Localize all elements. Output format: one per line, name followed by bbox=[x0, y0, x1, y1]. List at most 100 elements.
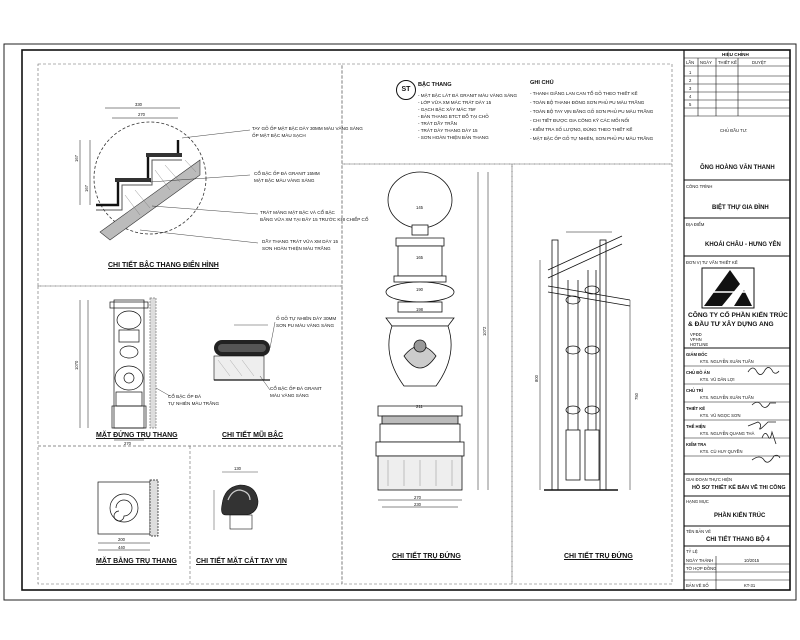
notes-title: GHI CHÚ bbox=[530, 80, 554, 86]
panel-dividers bbox=[37, 63, 673, 585]
rev-row-2: 2 bbox=[689, 78, 692, 83]
dim-rail: 130 bbox=[234, 466, 241, 471]
caption-post-detail: CHI TIẾT TRỤ ĐỨNG bbox=[392, 553, 461, 560]
location-label: ĐỊA ĐIỂM bbox=[686, 222, 705, 227]
caption-rail-section: CHI TIẾT MẶT CẮT TAY VỊN bbox=[196, 558, 287, 565]
drawing-label: TÊN BẢN VẼ bbox=[686, 529, 711, 534]
caption-baluster-detail: CHI TIẾT TRỤ ĐỨNG bbox=[564, 553, 633, 560]
stair-annot-6: BẰNG VỮA XM TẠI ĐÂY 15 TRƯỚC KHI CHIỂP C… bbox=[260, 217, 369, 222]
company-line-1: CÔNG TY CỔ PHẦN KIẾN TRÚC bbox=[688, 312, 788, 319]
role-6-name: KTS. CÙ HUY QUYỀN bbox=[700, 449, 743, 454]
note-6: - MẶT BẬC ỐP GỖ TỰ NHIÊN, SƠN PHỦ PU MÀU… bbox=[530, 136, 654, 141]
role-5-name: KTS. NGUYỄN QUANG THÀ bbox=[700, 431, 755, 436]
stair-note-5: - TRÁT DẦY TRẦN bbox=[418, 121, 457, 126]
stair-note-6: - TRÁT DÀY THANG DÀY 15 bbox=[418, 128, 478, 133]
drawing-name: CHI TIẾT THANG BỘ 4 bbox=[706, 537, 770, 543]
title-block-grid bbox=[684, 57, 790, 590]
dim-post-val-2: 165 bbox=[416, 255, 423, 260]
role-2-name: KTS. VŨ DÂN LỢI bbox=[700, 377, 735, 382]
note-1: - THANH GIẰNG LAN CAN TỔ GỖ THEO THIẾT K… bbox=[530, 91, 638, 96]
caption-stair-detail: CHI TIẾT BẬC THANG ĐIỂN HÌNH bbox=[108, 262, 219, 269]
caption-post-plan: MẶT BẰNG TRỤ THANG bbox=[96, 558, 177, 565]
caption-post-elevation: MẶT ĐỨNG TRỤ THANG bbox=[96, 432, 178, 439]
stair-badge: ST bbox=[396, 80, 416, 100]
dim-post-val-6: 270 bbox=[414, 495, 421, 500]
dim-post-val-7: 230 bbox=[414, 502, 421, 507]
rev-col-1: LẦN bbox=[686, 60, 695, 65]
nosing-annot-4: MÀU VÀNG SÁNG bbox=[270, 393, 309, 398]
dim-stair-left-2: 167 bbox=[84, 185, 89, 192]
code-label: TỜ HỢP ĐỒNG bbox=[686, 566, 717, 571]
stair-note-1: - MẶT BẬC LÁT ĐÁ GRANIT MÀU VÀNG SÁNG bbox=[418, 93, 518, 98]
dim-post-h: 1070 bbox=[74, 360, 79, 370]
rev-row-4: 4 bbox=[689, 94, 692, 99]
nosing-detail-drawing bbox=[213, 321, 276, 391]
dim-baluster-1: 800 bbox=[534, 375, 539, 382]
nosing-annot-2: SƠN PU MÀU VÀNG SÁNG bbox=[276, 323, 335, 328]
dim-stair-top-2: 270 bbox=[138, 112, 145, 117]
stair-note-7: - SƠN HOÀN THIỆN BẢN THANG bbox=[418, 135, 489, 140]
baluster-drawing bbox=[539, 231, 631, 491]
handrail-section-drawing bbox=[213, 471, 259, 530]
stair-annot-1: TAY GỖ ỐP MẶT BẬC DÀY 30MM MÀU VÀNG SÁNG bbox=[252, 126, 363, 131]
role-2: CHỦ ĐỒ ÁN bbox=[686, 370, 710, 375]
dim-stair-top-1: 330 bbox=[135, 102, 142, 107]
sheet-number: KT-31 bbox=[744, 583, 756, 588]
date-value: 10/2015 bbox=[744, 558, 760, 563]
stair-annot-8: SƠN HOÀN THIỆN MÀU TRẮNG bbox=[262, 246, 331, 251]
rev-row-3: 3 bbox=[689, 86, 692, 91]
location-name: KHOÁI CHÂU - HƯNG YÊN bbox=[705, 242, 781, 248]
newel-post-drawing bbox=[375, 171, 489, 508]
phase-label: GIAI ĐOẠN THỰC HIỆN bbox=[686, 477, 733, 482]
stair-note-3: - GẠCH BẬC XÂY MÁC 75# bbox=[418, 107, 476, 112]
stair-annot-2: ỐP MẶT BẬC MÀU SẠCH bbox=[252, 133, 306, 138]
role-4-name: KTS. VŨ NGỌC SƠN bbox=[700, 413, 741, 418]
note-5: - KIỂM TRA SỐ LƯỢNG, ĐÚNG THEO THIẾT KẾ bbox=[530, 127, 633, 132]
stair-annot-5: TRÁT MĂNG MẶT BẬC VÀ CỔ BẬC bbox=[260, 210, 335, 215]
post-side-annot-2: TỰ NHIÊN MÀU TRẮNG bbox=[168, 401, 220, 406]
nosing-annot-1: Ố GỖ TỰ NHIÊN DÀY 30MM bbox=[276, 316, 337, 321]
stair-annot-3: CỔ BẬC ỐP ĐÁ GRANIT 15MM bbox=[254, 171, 320, 176]
project-name: BIỆT THỰ GIA ĐÌNH bbox=[712, 205, 769, 211]
owner-name: ÔNG HOÀNG VĂN THANH bbox=[700, 165, 775, 171]
role-4: THIẾT KẾ bbox=[686, 406, 706, 411]
dim-plan-2: 440 bbox=[118, 545, 125, 550]
role-1: GIÁM ĐỐC bbox=[686, 352, 708, 357]
company-logo-icon bbox=[701, 267, 755, 309]
role-3: CHỦ TRÌ bbox=[686, 388, 703, 393]
category-value: PHẦN KIẾN TRÚC bbox=[714, 513, 766, 519]
stair-note-2: - LỚP VỮA XM MÁC TRÁT DÀY 15 bbox=[418, 100, 492, 105]
company-info-2: VPHN bbox=[690, 337, 702, 342]
rev-col-3: THIẾT KẾ bbox=[718, 60, 737, 65]
signatures bbox=[747, 367, 781, 463]
post-plan-drawing bbox=[97, 479, 159, 551]
designer-label: ĐƠN VỊ TƯ VẤN THIẾT KẾ bbox=[686, 260, 738, 265]
post-side-annot-1: CỔ BẬC ỐP ĐÁ bbox=[168, 394, 202, 399]
rev-col-4: DUYỆT bbox=[752, 60, 767, 65]
role-3-name: KTS. NGUYỄN XUÂN TUẤN bbox=[700, 395, 754, 400]
phase-value: HỒ SƠ THIẾT KẾ BẢN VẼ THI CÔNG bbox=[692, 485, 786, 491]
nosing-annot-3: CỔ BẬC ỐP ĐÁ GRANIT bbox=[270, 386, 322, 391]
dim-stair-left-1: 167 bbox=[74, 155, 79, 162]
caption-nosing-detail: CHI TIẾT MŨI BẬC bbox=[222, 432, 284, 439]
company-line-2: & ĐẦU TƯ XÂY DỰNG ANG bbox=[688, 321, 774, 328]
rev-row-1: 1 bbox=[689, 70, 692, 75]
frame-border bbox=[21, 49, 791, 591]
owner-label: CHỦ ĐẦU TƯ: bbox=[720, 128, 748, 133]
stair-detail-drawing bbox=[79, 107, 259, 244]
dim-post-w: 270 bbox=[124, 441, 131, 446]
sheet-label: BẢN VẼ SỐ bbox=[686, 583, 709, 588]
dim-post-val-3: 190 bbox=[416, 287, 423, 292]
note-4: - CHI TIẾT ĐƯỢC GIA CÔNG KỸ CÁC MỐI NỐI bbox=[530, 118, 630, 123]
date-label: NGÀY THÁNH bbox=[686, 558, 714, 563]
rev-col-2: NGÀY bbox=[700, 60, 712, 65]
scale-label: TỶ LỆ bbox=[686, 549, 698, 554]
dim-post-val-1: 145 bbox=[416, 205, 423, 210]
dim-baluster-2: 750 bbox=[634, 393, 639, 400]
role-1-name: KTS. NGUYỄN XUÂN TUẤN bbox=[700, 359, 754, 364]
note-3: - TOÀN BỘ TAY VỊN BẰNG GỖ SƠN PHỦ PU MÀU… bbox=[530, 109, 654, 114]
stair-note-4: - BẢN THANG BTCT ĐỔ TẠI CHỖ bbox=[418, 114, 489, 119]
company-info-3: HOTLINE bbox=[690, 342, 709, 347]
role-6: KIỂM TRA bbox=[686, 442, 707, 447]
